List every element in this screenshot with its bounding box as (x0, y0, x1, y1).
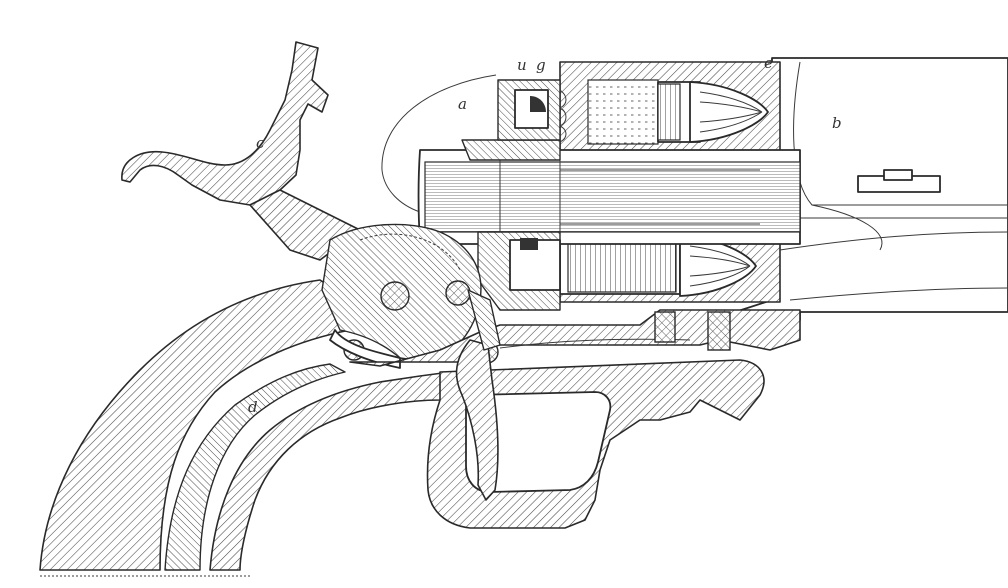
grip (39, 279, 461, 577)
label-c: c (256, 134, 265, 152)
hand (467, 289, 501, 351)
wedge-screw (654, 311, 731, 351)
rammer-latch (857, 169, 941, 193)
hammer (121, 41, 329, 206)
lock-mechanism (321, 223, 499, 369)
label-a: a (458, 95, 467, 113)
trigger (455, 339, 499, 501)
label-d: d (248, 398, 258, 416)
cylinder-outline (381, 74, 497, 213)
label-g: g (536, 56, 546, 74)
label-e: e (764, 54, 773, 72)
label-b: b (832, 114, 842, 132)
cylinder-arbor (417, 149, 801, 245)
label-u: u (517, 56, 527, 74)
recoil-shield (461, 79, 567, 311)
